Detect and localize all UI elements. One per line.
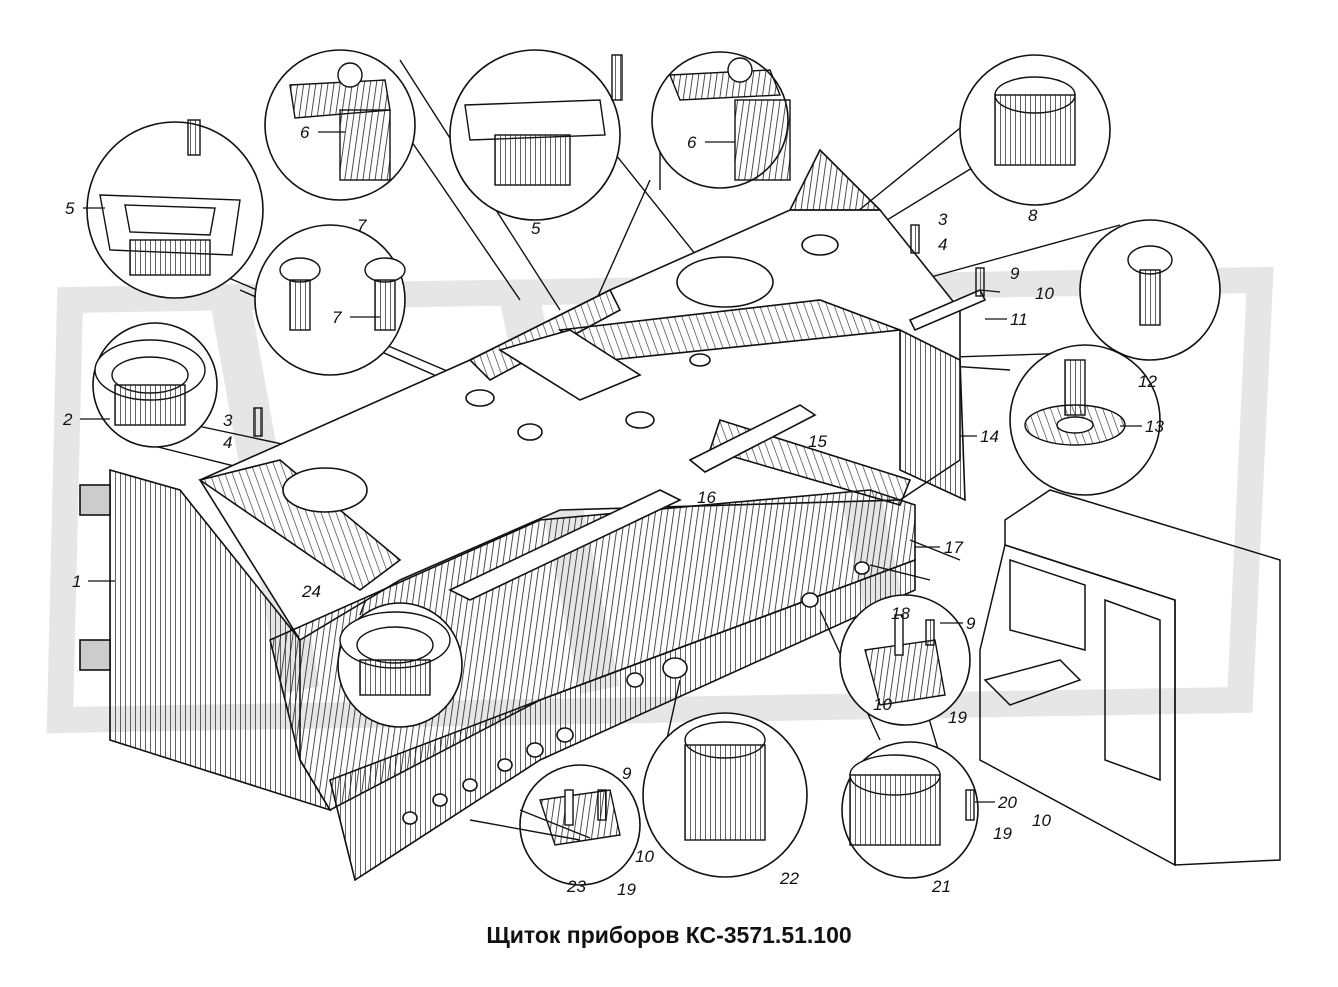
callout-18: 18: [891, 604, 910, 623]
callout-6-left: 6: [300, 123, 310, 142]
callout-9-top: 9: [1010, 264, 1020, 283]
callout-10-right: 10: [1032, 811, 1051, 830]
callout-13: 13: [1145, 417, 1164, 436]
instrument-panel-body: [79, 148, 987, 882]
callout-5-left: 5: [65, 199, 75, 218]
callout-22: 22: [779, 869, 799, 888]
callout-4: 4: [223, 433, 232, 452]
callout-2: 2: [62, 410, 73, 429]
callout-10-top: 10: [1035, 284, 1054, 303]
callout-10-low: 10: [635, 847, 654, 866]
callout-20: 20: [997, 793, 1017, 812]
callout-11: 11: [1010, 310, 1028, 329]
callout-7-side: 7: [332, 308, 342, 327]
callout-4-right: 4: [938, 235, 947, 254]
callout-14: 14: [980, 427, 999, 446]
callout-23: 23: [566, 877, 586, 896]
callout-8: 8: [1028, 206, 1038, 225]
callout-1: 1: [72, 572, 81, 591]
callout-12: 12: [1138, 372, 1157, 391]
callout-24: 24: [301, 582, 321, 601]
callout-9-mid: 9: [966, 614, 976, 633]
callout-16: 16: [697, 488, 716, 507]
diagram-caption: Щиток приборов КС-3571.51.100: [486, 922, 852, 948]
detail-parts: [94, 54, 1173, 846]
detail-circle-23: [519, 764, 641, 886]
callout-9-low: 9: [622, 764, 632, 783]
callout-21: 21: [931, 877, 951, 896]
callout-19-low: 19: [617, 880, 636, 899]
cab-outline: [979, 489, 1281, 867]
callout-3: 3: [223, 411, 233, 430]
callout-17: 17: [944, 538, 963, 557]
callout-labels: 1 2 3 4 5 5 6 6 7 7 8 3 4 9 10 11 12 13 …: [62, 123, 1164, 899]
callout-6-right: 6: [687, 133, 697, 152]
callout-19-mid: 19: [948, 708, 967, 727]
callout-3-right: 3: [938, 210, 948, 229]
callout-leaders: [80, 131, 1142, 803]
callout-15: 15: [808, 432, 827, 451]
callout-19-right: 19: [993, 824, 1012, 843]
callout-7-top: 7: [357, 216, 367, 235]
callout-5-center: 5: [531, 219, 541, 238]
callout-10-mid: 10: [873, 695, 892, 714]
